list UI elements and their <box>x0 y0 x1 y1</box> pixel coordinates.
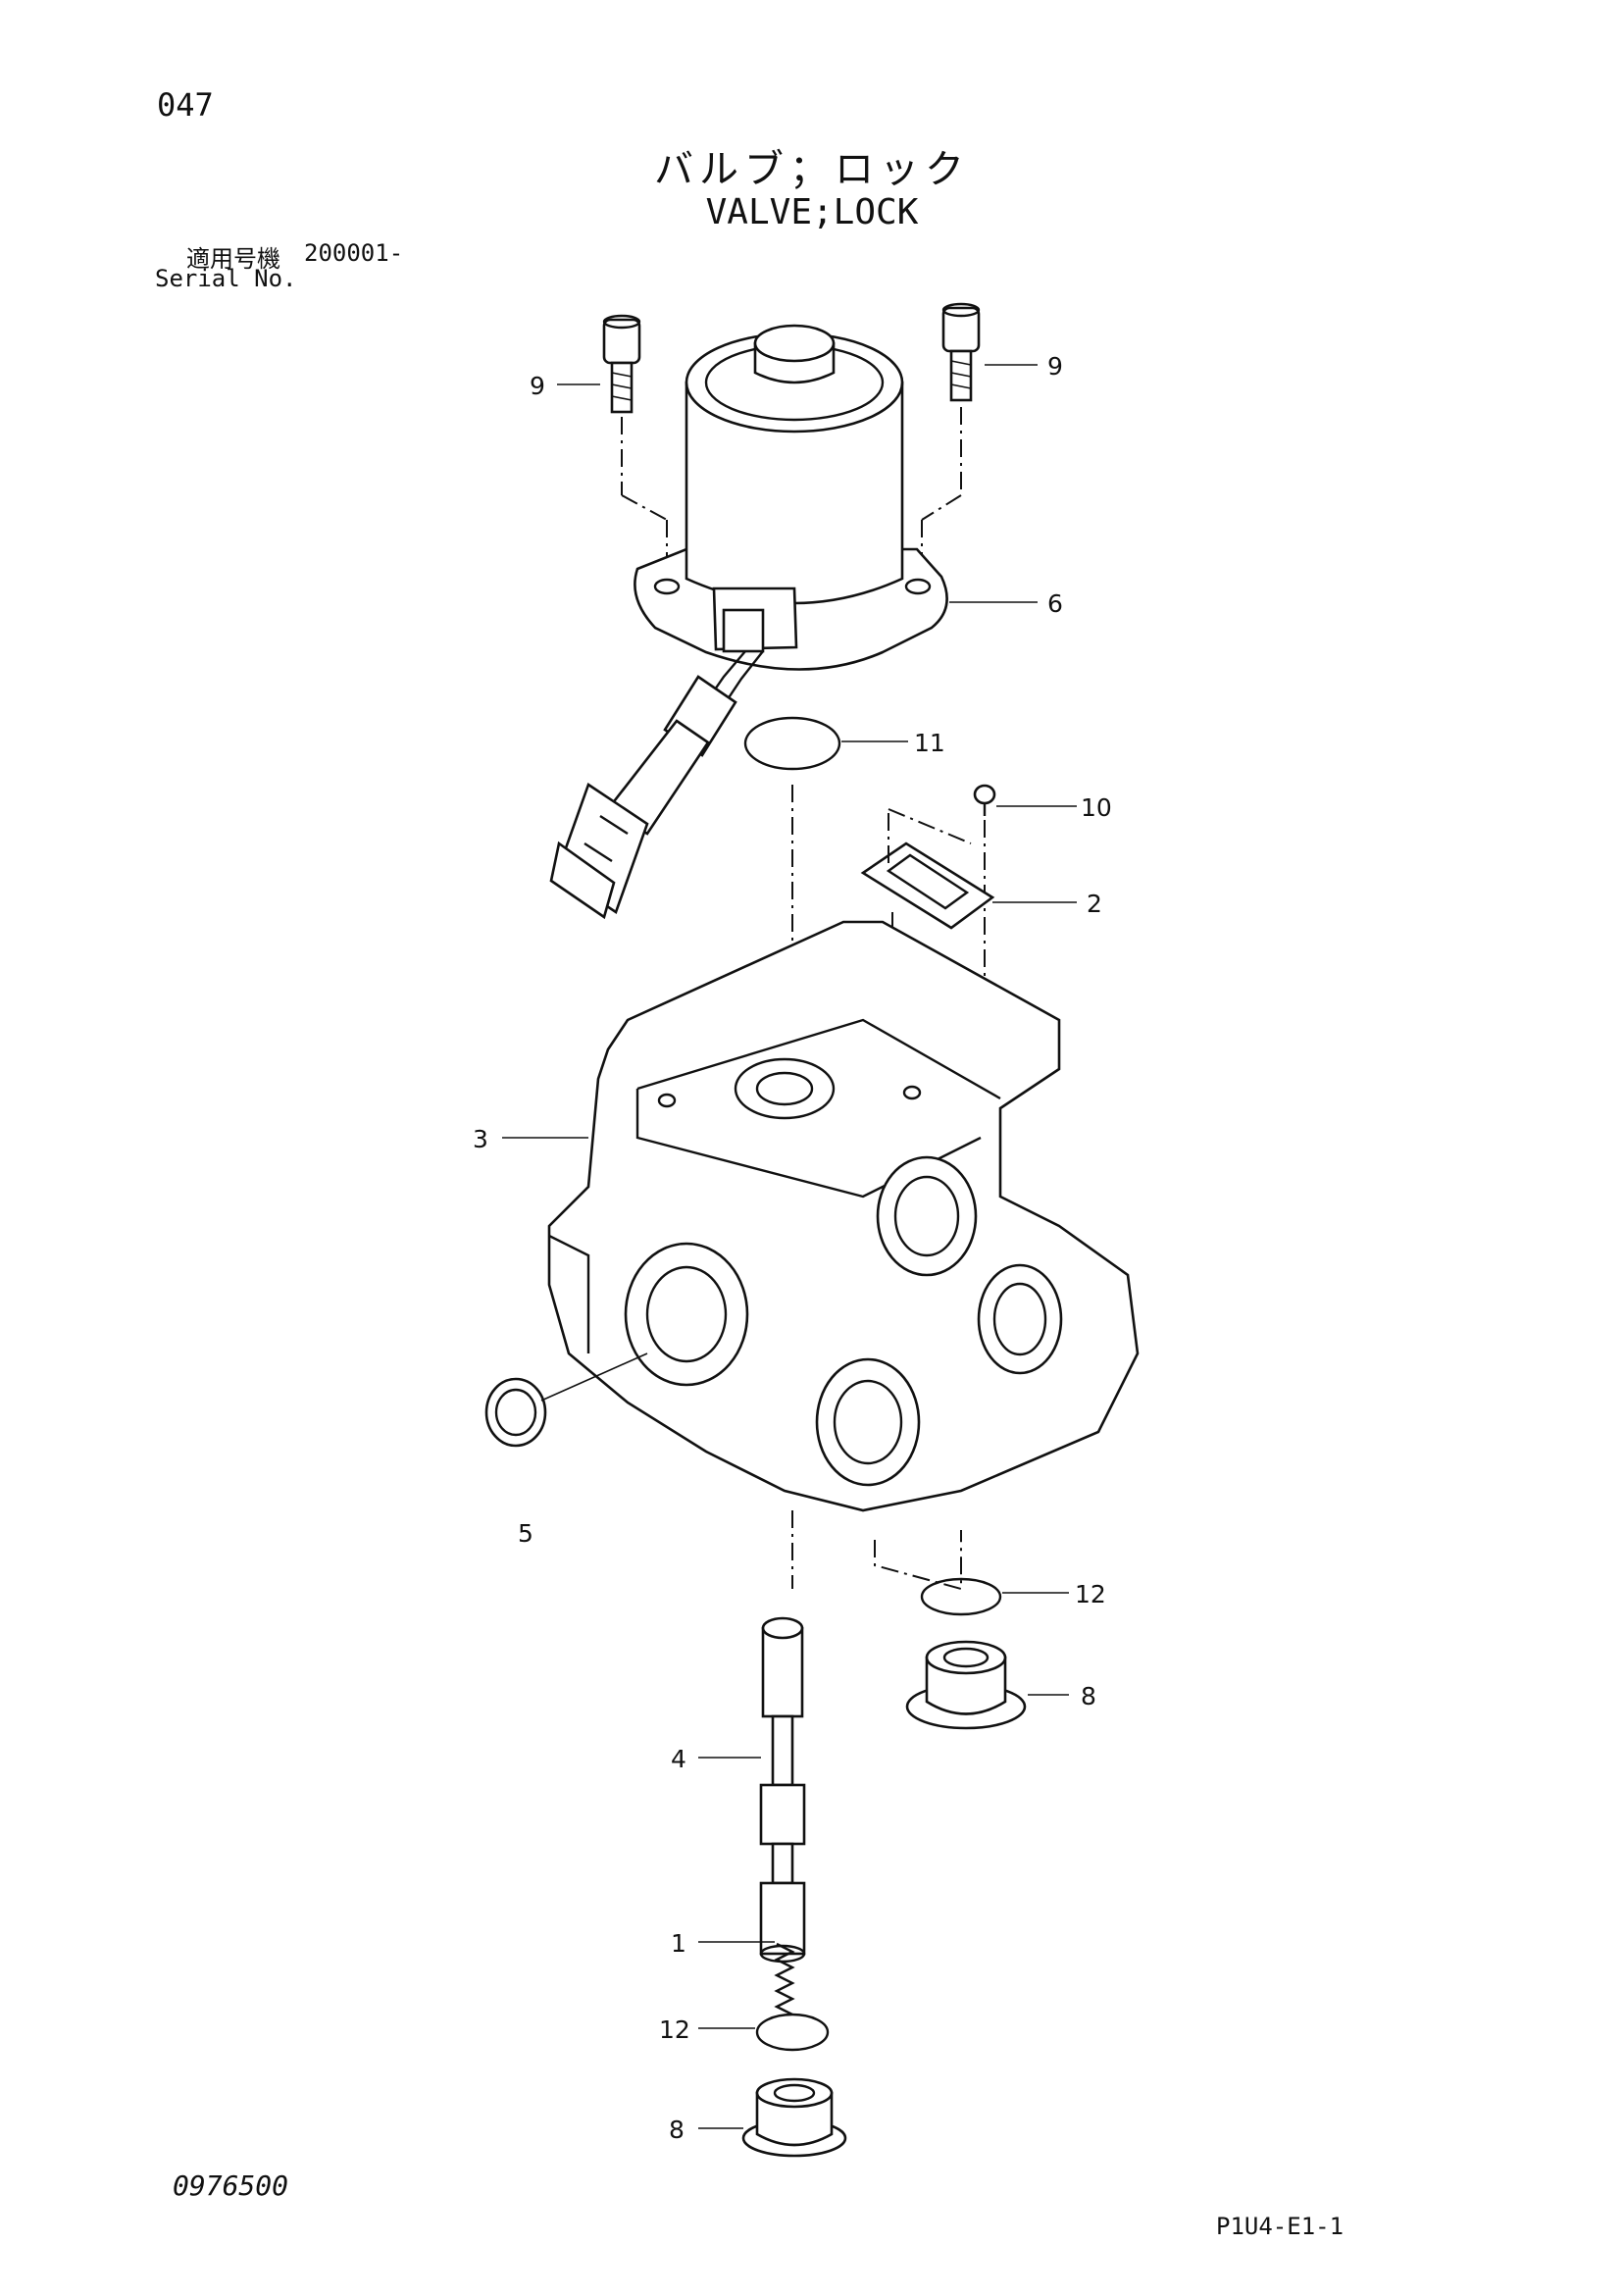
callout-11: 11 <box>914 729 945 757</box>
callout-1: 1 <box>671 1929 686 1958</box>
plug-8-bottom <box>741 2077 847 2158</box>
title-japanese: バルブ；ロック <box>654 147 970 192</box>
o-ring-11 <box>743 716 841 771</box>
wire-harness-connector <box>549 650 764 920</box>
callout-2: 2 <box>1087 890 1102 918</box>
plate-2 <box>860 808 995 1000</box>
callout-12-right: 12 <box>1075 1580 1106 1608</box>
title-english: VALVE;LOCK <box>705 192 919 232</box>
page-number: 047 <box>157 86 214 124</box>
callout-6: 6 <box>1047 589 1063 618</box>
o-ring-12-bottom <box>755 2013 830 2052</box>
screw-10 <box>973 784 996 1049</box>
callout-5: 5 <box>518 1519 533 1548</box>
cap-screw-left <box>602 314 668 579</box>
leader-lines <box>502 364 1077 2129</box>
serial-label-english: Serial No. <box>155 265 297 292</box>
document-code: 0976500 <box>173 2169 289 2202</box>
o-ring-12-right <box>920 1577 1002 1616</box>
callout-3: 3 <box>473 1125 488 1153</box>
plug-5 <box>484 1352 648 1448</box>
callout-9-left: 9 <box>530 372 545 400</box>
serial-label-japanese: 適用号機 <box>186 245 280 273</box>
solenoid-6 <box>634 324 948 671</box>
callout-9-right: 9 <box>1047 352 1063 381</box>
page-code: P1U4-E1-1 <box>1216 2213 1345 2240</box>
callout-10: 10 <box>1081 793 1112 822</box>
callout-12-bottom: 12 <box>659 2015 690 2044</box>
plug-8-right <box>905 1640 1027 1730</box>
callout-4: 4 <box>671 1745 686 1773</box>
callout-8-bottom: 8 <box>669 2116 685 2144</box>
spring-1 <box>774 1942 795 2016</box>
cap-screw-right <box>921 302 981 579</box>
valve-body-3 <box>547 920 1140 1512</box>
spool-4 <box>759 1616 806 1964</box>
callout-8-right: 8 <box>1081 1682 1096 1710</box>
serial-value: 200001- <box>304 239 404 267</box>
